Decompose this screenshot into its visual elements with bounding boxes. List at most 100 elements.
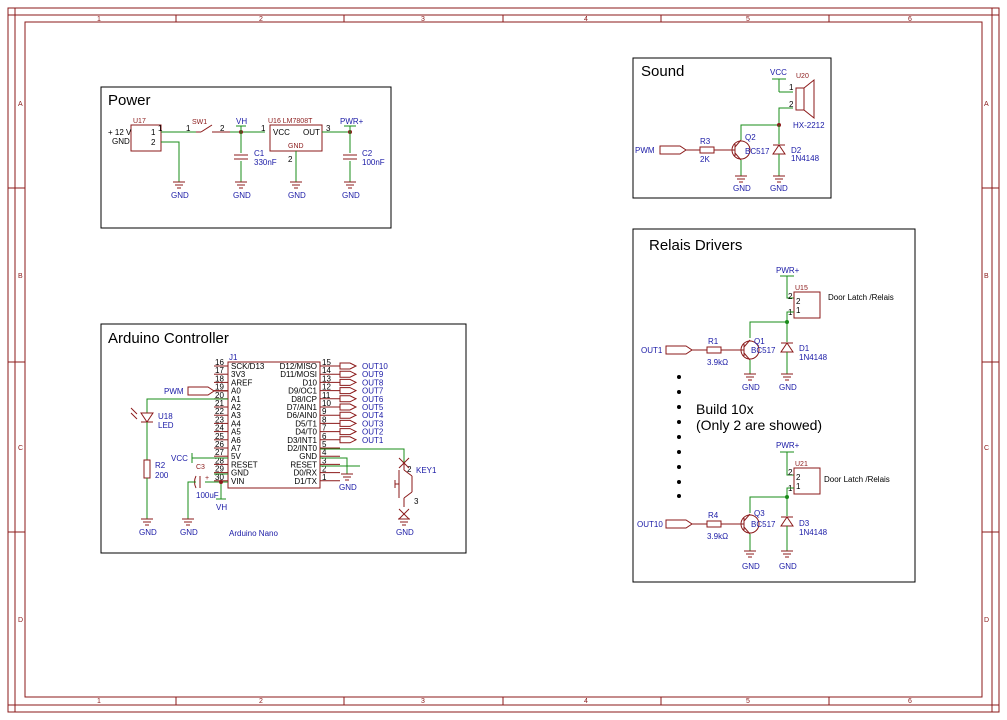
u15-label: U15 xyxy=(795,285,808,292)
left-pin-name: GND xyxy=(231,469,249,478)
left-pin-number: 21 xyxy=(215,399,224,408)
gnd-d1: GND xyxy=(779,383,797,392)
net-label: OUT10 xyxy=(362,362,388,371)
left-pin-number: 19 xyxy=(215,383,224,392)
left-pin-number: 26 xyxy=(215,440,224,449)
left-pin-number: 25 xyxy=(215,432,224,441)
u15-pin1: 1 xyxy=(796,306,801,315)
d1-label: D1 xyxy=(799,344,810,353)
col-label-1b: 1 xyxy=(97,698,101,705)
d3-diode xyxy=(780,516,794,527)
right-pin-name: D10 xyxy=(302,378,317,387)
left-pin-name: AREF xyxy=(231,378,252,387)
sound-section: Sound VCC 1 2 U20 HX-2212 Q2 BC517 GND R… xyxy=(632,57,832,199)
arduino-title: Arduino Controller xyxy=(108,330,229,347)
u16-label: U16 LM7808T xyxy=(268,118,313,125)
right-pin-number: 6 xyxy=(322,432,327,441)
col-label-6: 6 xyxy=(908,16,912,23)
right-pin-name: D6/AIN0 xyxy=(287,411,318,420)
pwr-label-2: PWR+ xyxy=(776,441,800,450)
u16-pin1: 1 xyxy=(261,124,266,133)
gnd-c2: GND xyxy=(342,191,360,200)
vcc-label-arduino: VCC xyxy=(171,454,188,463)
row-label-a2: A xyxy=(984,101,989,108)
r4-value: 3.9kΩ xyxy=(707,532,728,541)
r2-resistor xyxy=(143,459,151,479)
right-pin-number: 1 xyxy=(322,473,327,482)
r2-value: 200 xyxy=(155,471,169,480)
net-port xyxy=(339,395,358,403)
gnd-in-label: GND xyxy=(112,137,130,146)
q1-label: Q1 xyxy=(754,337,765,346)
net-port xyxy=(339,403,358,411)
vh-label: VH xyxy=(236,117,247,126)
u16-pin3: 3 xyxy=(326,124,331,133)
gnd-q2: GND xyxy=(733,184,751,193)
left-pin-number: 22 xyxy=(215,407,224,416)
u15-relay xyxy=(793,291,821,319)
d3-value: 1N4148 xyxy=(799,528,828,537)
key1-pin3: 3 xyxy=(414,497,419,506)
out10-port xyxy=(665,519,693,529)
vh-label-arduino: VH xyxy=(216,503,227,512)
right-pin-number: 3 xyxy=(322,456,327,465)
hx-label: HX-2212 xyxy=(793,121,825,130)
right-pin-name: RESET xyxy=(290,460,317,469)
left-pin-name: A3 xyxy=(231,411,241,420)
u21-relay xyxy=(793,467,821,495)
door-label-1: Door Latch /Relais xyxy=(828,293,894,302)
col-label-5: 5 xyxy=(746,16,750,23)
left-pin-number: 23 xyxy=(215,415,224,424)
out1-port xyxy=(665,345,693,355)
gnd-d2: GND xyxy=(770,184,788,193)
r4-label: R4 xyxy=(708,511,719,520)
out1-label: OUT1 xyxy=(641,346,663,355)
left-pin-number: 29 xyxy=(215,465,224,474)
col-label-4b: 4 xyxy=(584,698,588,705)
d2-label: D2 xyxy=(791,146,802,155)
pwm-label: PWM xyxy=(635,146,655,155)
right-pin-name: D3/INT1 xyxy=(287,436,317,445)
col-label-3: 3 xyxy=(421,16,425,23)
pwr-label-1: PWR+ xyxy=(776,266,800,275)
u17-label: U17 xyxy=(133,118,146,125)
left-pin-name: A2 xyxy=(231,403,241,412)
row-label-d2: D xyxy=(984,617,989,624)
left-pin-name: A7 xyxy=(231,444,241,453)
net-port xyxy=(339,411,358,419)
left-pin-name: VIN xyxy=(231,477,245,486)
out10-label: OUT10 xyxy=(637,520,663,529)
right-pin-number: 9 xyxy=(322,407,327,416)
gnd-c1: GND xyxy=(233,191,251,200)
left-pin-number: 27 xyxy=(215,448,224,457)
row-label-c: C xyxy=(18,445,23,452)
right-pin-number: 11 xyxy=(322,391,331,400)
u16-gnd: GND xyxy=(288,143,304,150)
left-pin-name: 5V xyxy=(231,452,241,461)
gnd-u16: GND xyxy=(288,191,306,200)
col-label-2: 2 xyxy=(259,16,263,23)
right-pin-number: 2 xyxy=(322,465,327,474)
row-label-d: D xyxy=(18,617,23,624)
left-pin-name: A6 xyxy=(231,436,241,445)
left-pin-number: 20 xyxy=(215,391,224,400)
net-port xyxy=(339,436,358,444)
u17-connector xyxy=(130,124,162,152)
right-pin-number: 7 xyxy=(322,424,327,433)
net-port xyxy=(339,370,358,378)
right-pin-name: D4/T0 xyxy=(295,428,317,437)
d2-diode xyxy=(772,144,786,155)
net-port xyxy=(339,378,358,386)
right-pin-name: D2/INT0 xyxy=(287,444,317,453)
right-pin-number: 13 xyxy=(322,374,331,383)
u15-pin2a: 2 xyxy=(788,292,793,301)
col-label-1: 1 xyxy=(97,16,101,23)
left-pin-number: 28 xyxy=(215,456,224,465)
row-label-a: A xyxy=(18,101,23,108)
c3-plus: + xyxy=(205,475,209,482)
net-label: OUT7 xyxy=(362,387,384,396)
c2-value: 100nF xyxy=(362,158,385,167)
